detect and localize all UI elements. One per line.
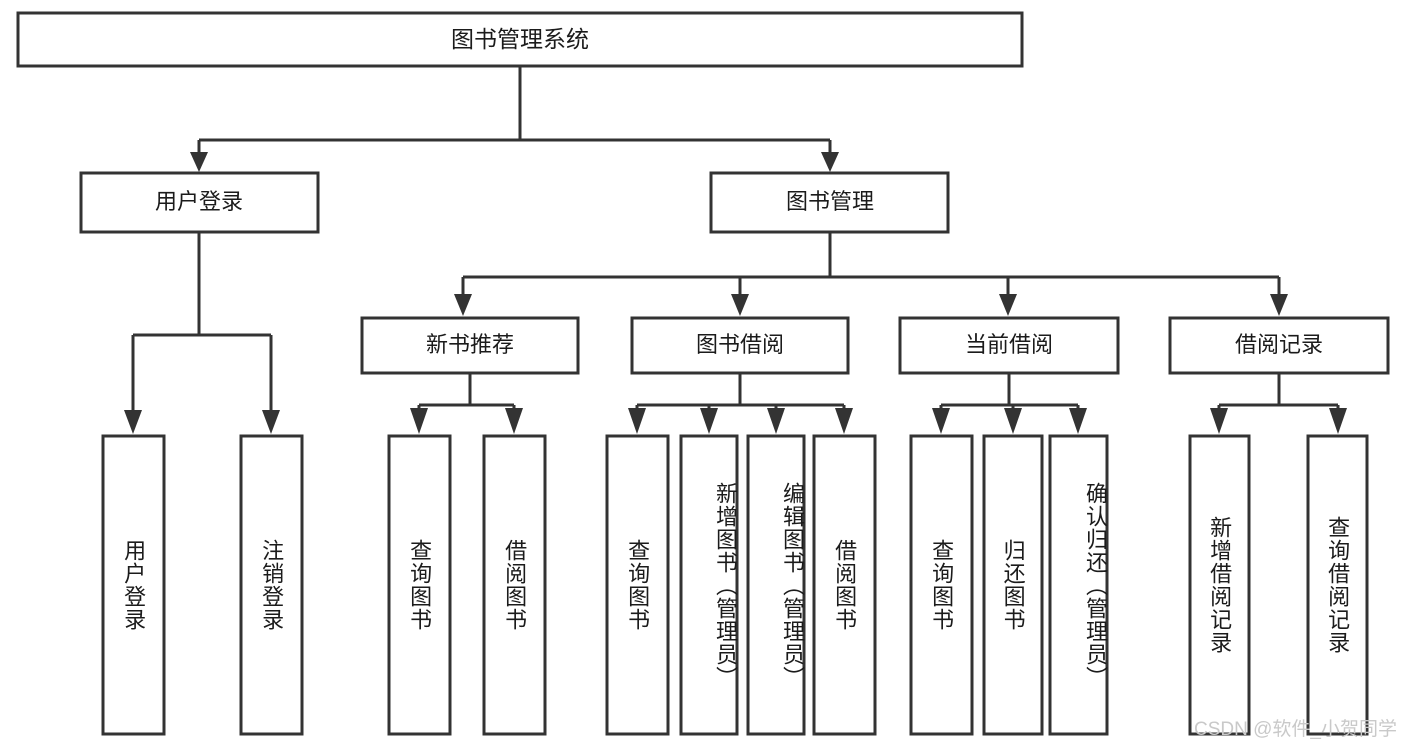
- node-book-borrow[interactable]: 图书借阅: [630, 316, 850, 375]
- node-book-manage[interactable]: 图书管理: [709, 171, 950, 234]
- node-leaf-user-login-rect[interactable]: [101, 434, 166, 736]
- node-leaf-query-book-3-rect[interactable]: [909, 434, 974, 736]
- node-leaf-query-book-1-rect[interactable]: [387, 434, 452, 736]
- arrow-root-to-user-login: [190, 152, 208, 172]
- arrow-to-leaf-query-book-3: [932, 408, 950, 434]
- node-leaf-edit-book-rect[interactable]: [746, 434, 806, 736]
- node-new-book-recommend-label: 新书推荐: [426, 332, 514, 357]
- arrow-to-leaf-add-record: [1210, 408, 1228, 434]
- node-current-borrow[interactable]: 当前借阅: [898, 316, 1120, 375]
- node-leaf-query-record-rect[interactable]: [1306, 434, 1369, 736]
- node-leaf-confirm-return-rect[interactable]: [1048, 434, 1109, 736]
- arrow-to-leaf-logout: [262, 410, 280, 434]
- node-user-login-label: 用户登录: [155, 189, 243, 214]
- node-user-login[interactable]: 用户登录: [79, 171, 320, 234]
- arrow-to-new-book-recommend: [454, 294, 472, 316]
- node-book-borrow-rect[interactable]: [630, 316, 850, 375]
- arrow-to-book-borrow: [731, 294, 749, 316]
- node-borrow-record-rect[interactable]: [1168, 316, 1390, 375]
- arrow-to-leaf-confirm-return: [1069, 408, 1087, 434]
- arrow-to-leaf-query-book-1: [410, 408, 428, 434]
- node-leaf-return-book-rect[interactable]: [982, 434, 1044, 736]
- node-leaf-borrow-book-1-rect[interactable]: [482, 434, 547, 736]
- arrow-to-leaf-query-record: [1329, 408, 1347, 434]
- connector-group-book-borrow: [628, 373, 853, 434]
- node-leaf-query-book-2-rect[interactable]: [605, 434, 670, 736]
- arrow-to-leaf-query-book-2: [628, 408, 646, 434]
- connector-group-root: [190, 66, 839, 172]
- node-new-book-recommend[interactable]: 新书推荐: [360, 316, 580, 375]
- connector-group-borrow-record: [1210, 373, 1347, 434]
- arrow-to-leaf-user-login: [124, 410, 142, 434]
- node-current-borrow-label: 当前借阅: [965, 332, 1053, 357]
- arrow-to-leaf-borrow-book-2: [835, 408, 853, 434]
- csdn-watermark: CSDN @软件_小贺同学: [1194, 719, 1397, 740]
- node-borrow-record[interactable]: 借阅记录: [1168, 316, 1390, 375]
- node-user-login-rect[interactable]: [79, 171, 320, 234]
- node-leaf-logout-rect[interactable]: [239, 434, 304, 736]
- node-book-manage-label: 图书管理: [786, 189, 874, 214]
- node-leaf-borrow-book-2-rect[interactable]: [812, 434, 877, 736]
- connector-group-book-manage: [454, 232, 1288, 316]
- connector-group-new-book-recommend: [410, 373, 523, 434]
- connector-group-current-borrow: [932, 373, 1087, 434]
- arrow-to-leaf-borrow-book-1: [505, 408, 523, 434]
- node-borrow-record-label: 借阅记录: [1235, 332, 1323, 357]
- arrow-to-leaf-edit-book: [767, 408, 785, 434]
- node-current-borrow-rect[interactable]: [898, 316, 1120, 375]
- node-root-rect[interactable]: [16, 11, 1024, 68]
- node-leaf-add-book-rect[interactable]: [679, 434, 739, 736]
- arrow-to-leaf-return-book: [1004, 408, 1022, 434]
- arrow-to-leaf-add-book: [700, 408, 718, 434]
- node-leaf-add-record-rect[interactable]: [1188, 434, 1251, 736]
- node-book-manage-rect[interactable]: [709, 171, 950, 234]
- arrow-root-to-book-manage: [821, 152, 839, 172]
- node-root[interactable]: 图书管理系统: [16, 11, 1024, 68]
- arrow-to-borrow-record: [1270, 294, 1288, 316]
- node-root-label: 图书管理系统: [451, 26, 589, 52]
- arrow-to-current-borrow: [999, 294, 1017, 316]
- node-book-borrow-label: 图书借阅: [696, 332, 784, 357]
- node-new-book-recommend-rect[interactable]: [360, 316, 580, 375]
- connector-group-user-login: [124, 232, 280, 434]
